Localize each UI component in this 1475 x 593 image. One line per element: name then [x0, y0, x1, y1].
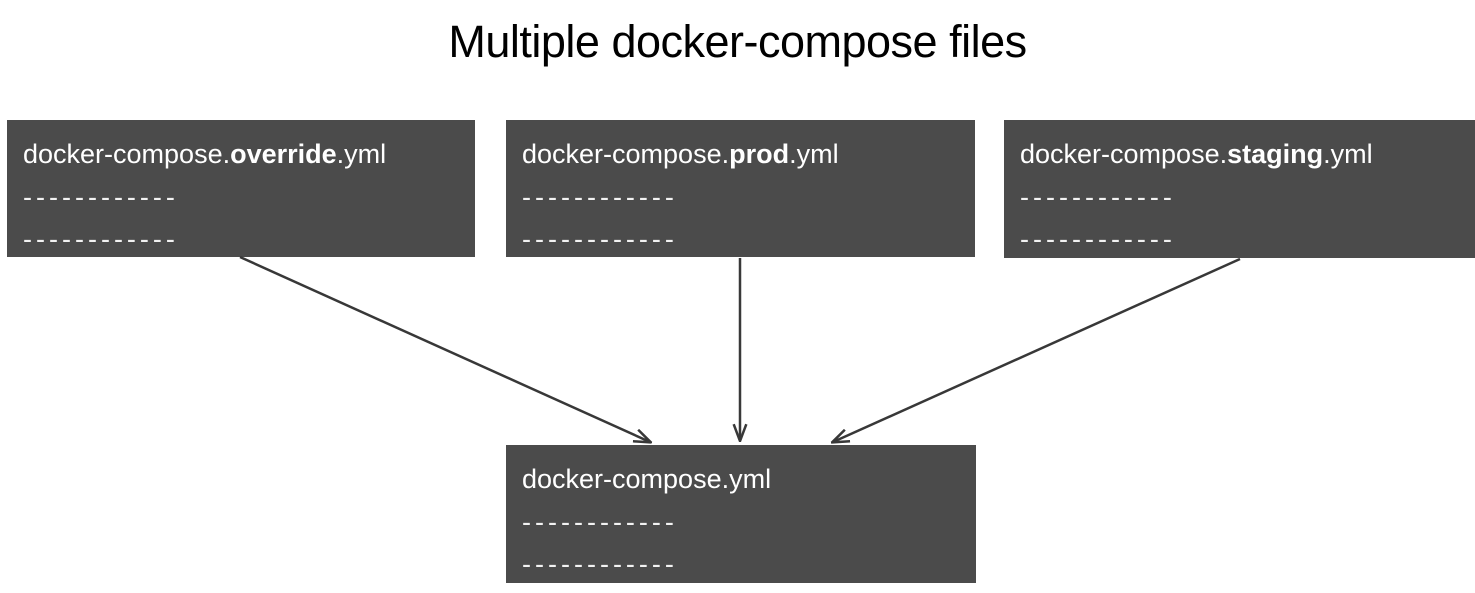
file-box-override: docker-compose.override.yml ------------… — [7, 120, 475, 257]
arrow-override-to-base — [239, 255, 650, 442]
content-placeholder-line: ------------ — [1020, 224, 1176, 254]
content-placeholder-line: ------------ — [522, 182, 678, 212]
content-placeholder-line: ------------ — [522, 549, 678, 579]
content-placeholder-line: ------------ — [23, 224, 179, 254]
content-placeholder-line: ------------ — [522, 507, 678, 537]
content-placeholder-line: ------------ — [23, 182, 179, 212]
file-name-prefix: docker-compose. — [522, 139, 730, 169]
file-name-suffix: .yml — [1323, 139, 1373, 169]
file-box-staging: docker-compose.staging.yml ------------ … — [1004, 120, 1475, 258]
file-name-base: docker-compose.yml — [522, 457, 976, 501]
file-name-emphasis: override — [230, 139, 337, 169]
file-name-override: docker-compose.override.yml — [23, 132, 475, 176]
file-name-prefix: docker-compose.yml — [522, 464, 772, 494]
file-name-staging: docker-compose.staging.yml — [1020, 132, 1475, 176]
content-placeholder-line: ------------ — [522, 224, 678, 254]
file-box-base: docker-compose.yml ------------ --------… — [506, 445, 976, 583]
file-name-suffix: .yml — [336, 139, 387, 169]
file-box-prod: docker-compose.prod.yml ------------ ---… — [506, 120, 975, 257]
slide-title: Multiple docker-compose files — [448, 16, 1027, 67]
arrow-staging-to-base — [833, 257, 1241, 442]
file-name-prefix: docker-compose. — [1020, 139, 1228, 169]
file-name-prefix: docker-compose. — [23, 139, 231, 169]
file-name-suffix: .yml — [789, 139, 839, 169]
content-placeholder-line: ------------ — [1020, 182, 1176, 212]
file-name-emphasis: prod — [729, 139, 790, 169]
file-name-prod: docker-compose.prod.yml — [522, 132, 975, 176]
file-name-emphasis: staging — [1227, 139, 1324, 169]
